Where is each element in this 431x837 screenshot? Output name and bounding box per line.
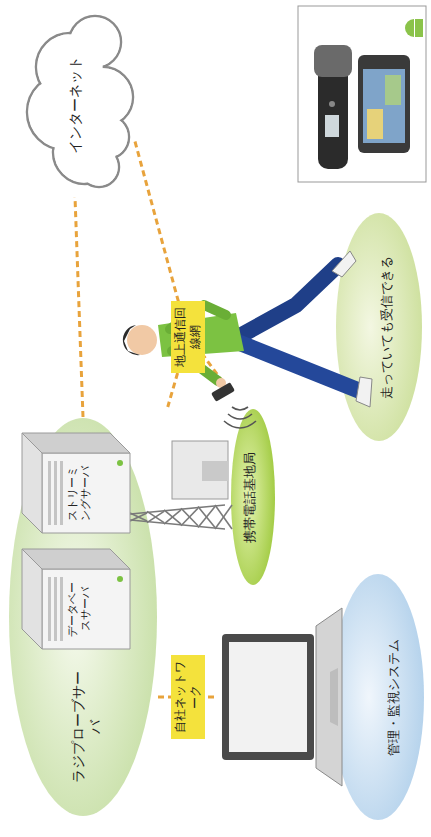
android-icon xyxy=(405,19,423,37)
tower-icon xyxy=(116,505,232,529)
oval-shape xyxy=(336,213,422,441)
server-icon xyxy=(22,433,130,533)
server-box: ストリーミングサーバ xyxy=(20,431,132,533)
ground-oval xyxy=(332,574,424,820)
node-label: 携帯電話基地局 xyxy=(242,427,258,567)
node-label: ラジプローブサーバ xyxy=(70,667,104,787)
laptop-icon xyxy=(222,608,342,786)
internet-cloud: インターネット xyxy=(15,12,135,197)
smartphone xyxy=(358,55,410,153)
node-label: 走っていても受信できる xyxy=(379,237,395,417)
management-system: 管理・監視システム xyxy=(218,572,426,822)
server-box: データベースサーバ xyxy=(20,547,132,649)
node-label: ストリーミングサーバ xyxy=(66,461,92,525)
running-person xyxy=(123,251,372,407)
node-label: 管理・監視システム xyxy=(386,602,402,792)
link-label: 自社ネットワーク xyxy=(171,655,205,739)
station-building xyxy=(172,441,228,499)
product-photo-frame xyxy=(298,6,426,182)
server-icon xyxy=(22,549,130,649)
server-group-oval: ラジプローブサーバ データベースサーバストリーミングサーバ xyxy=(8,417,158,817)
cloud-outline xyxy=(27,16,133,187)
base-station: 携帯電話基地局 xyxy=(110,407,275,587)
feature-oval: 走っていても受信できる xyxy=(335,212,423,442)
network-link xyxy=(75,197,83,417)
ground-oval xyxy=(231,409,275,585)
oval-shape xyxy=(9,418,157,816)
station-door xyxy=(202,461,228,481)
link-label: 地上通信回線網 xyxy=(171,301,205,373)
node-label: データベースサーバ xyxy=(66,577,92,641)
handheld-receiver xyxy=(314,45,352,169)
radio-waves xyxy=(224,407,256,428)
node-label: インターネット xyxy=(67,42,84,167)
